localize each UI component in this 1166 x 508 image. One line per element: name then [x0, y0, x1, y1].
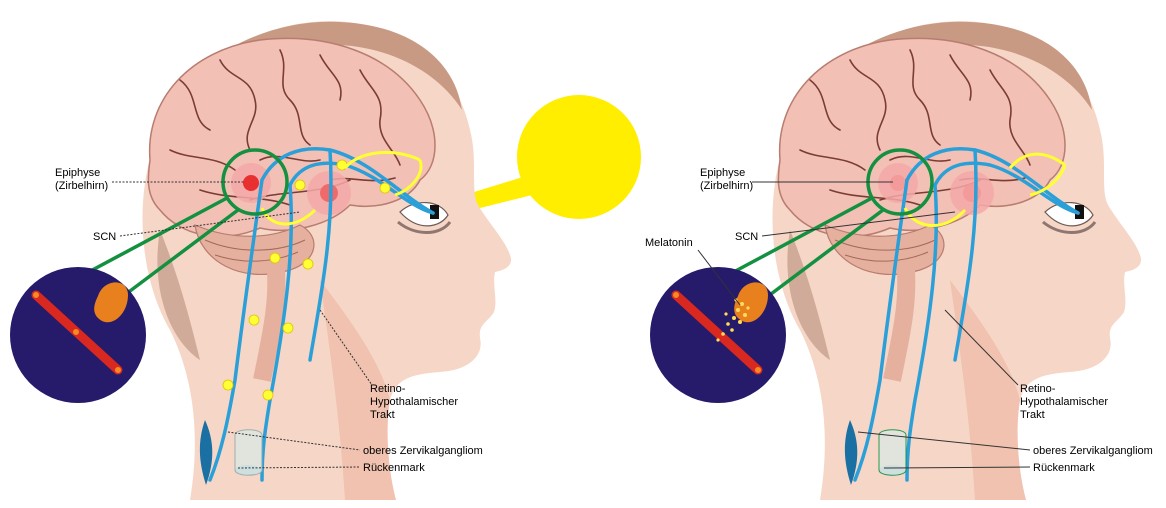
- label-spinal: Rückenmark: [363, 462, 425, 474]
- label-epiphyse: Epiphyse (Zirbelhirn): [55, 167, 108, 192]
- label-ganglion: oberes Zervikalgangliom: [363, 445, 483, 457]
- label-epiphyse-right-line2: (Zirbelhirn): [700, 180, 753, 192]
- label-tract-right: Retino- Hypothalamischer Trakt: [1020, 383, 1111, 421]
- pineal-icon: [243, 175, 259, 191]
- label-tract-line2: Hypothalamischer: [370, 396, 458, 408]
- label-epiphyse-right-line1: Epiphyse: [700, 167, 745, 179]
- right-panel: Epiphyse (Zirbelhirn) Melatonin SCN Reti…: [645, 21, 1153, 500]
- left-panel: Epiphyse (Zirbelhirn) SCN Retino- Hypoth…: [10, 21, 641, 500]
- scn-icon-right: [963, 184, 981, 202]
- label-tract-right-line2: Hypothalamischer: [1020, 396, 1108, 408]
- label-scn: SCN: [93, 231, 116, 243]
- label-tract-line3: Trakt: [370, 409, 395, 421]
- label-spinal-right: Rückenmark: [1033, 462, 1095, 474]
- label-scn-right: SCN: [735, 231, 758, 243]
- label-epiphyse-line2: (Zirbelhirn): [55, 180, 108, 192]
- inset-circle: [10, 267, 146, 403]
- label-tract: Retino- Hypothalamischer Trakt: [370, 383, 461, 421]
- label-melatonin: Melatonin: [645, 237, 693, 249]
- label-ganglion-right: oberes Zervikalgangliom: [1033, 445, 1153, 457]
- pineal-icon-right: [890, 175, 906, 191]
- label-tract-right-line3: Trakt: [1020, 409, 1045, 421]
- inset-circle-right: [650, 267, 786, 403]
- label-tract-right-line1: Retino-: [1020, 383, 1056, 395]
- label-epiphyse-line1: Epiphyse: [55, 167, 100, 179]
- label-tract-line1: Retino-: [370, 383, 406, 395]
- label-epiphyse-right: Epiphyse (Zirbelhirn): [700, 167, 753, 192]
